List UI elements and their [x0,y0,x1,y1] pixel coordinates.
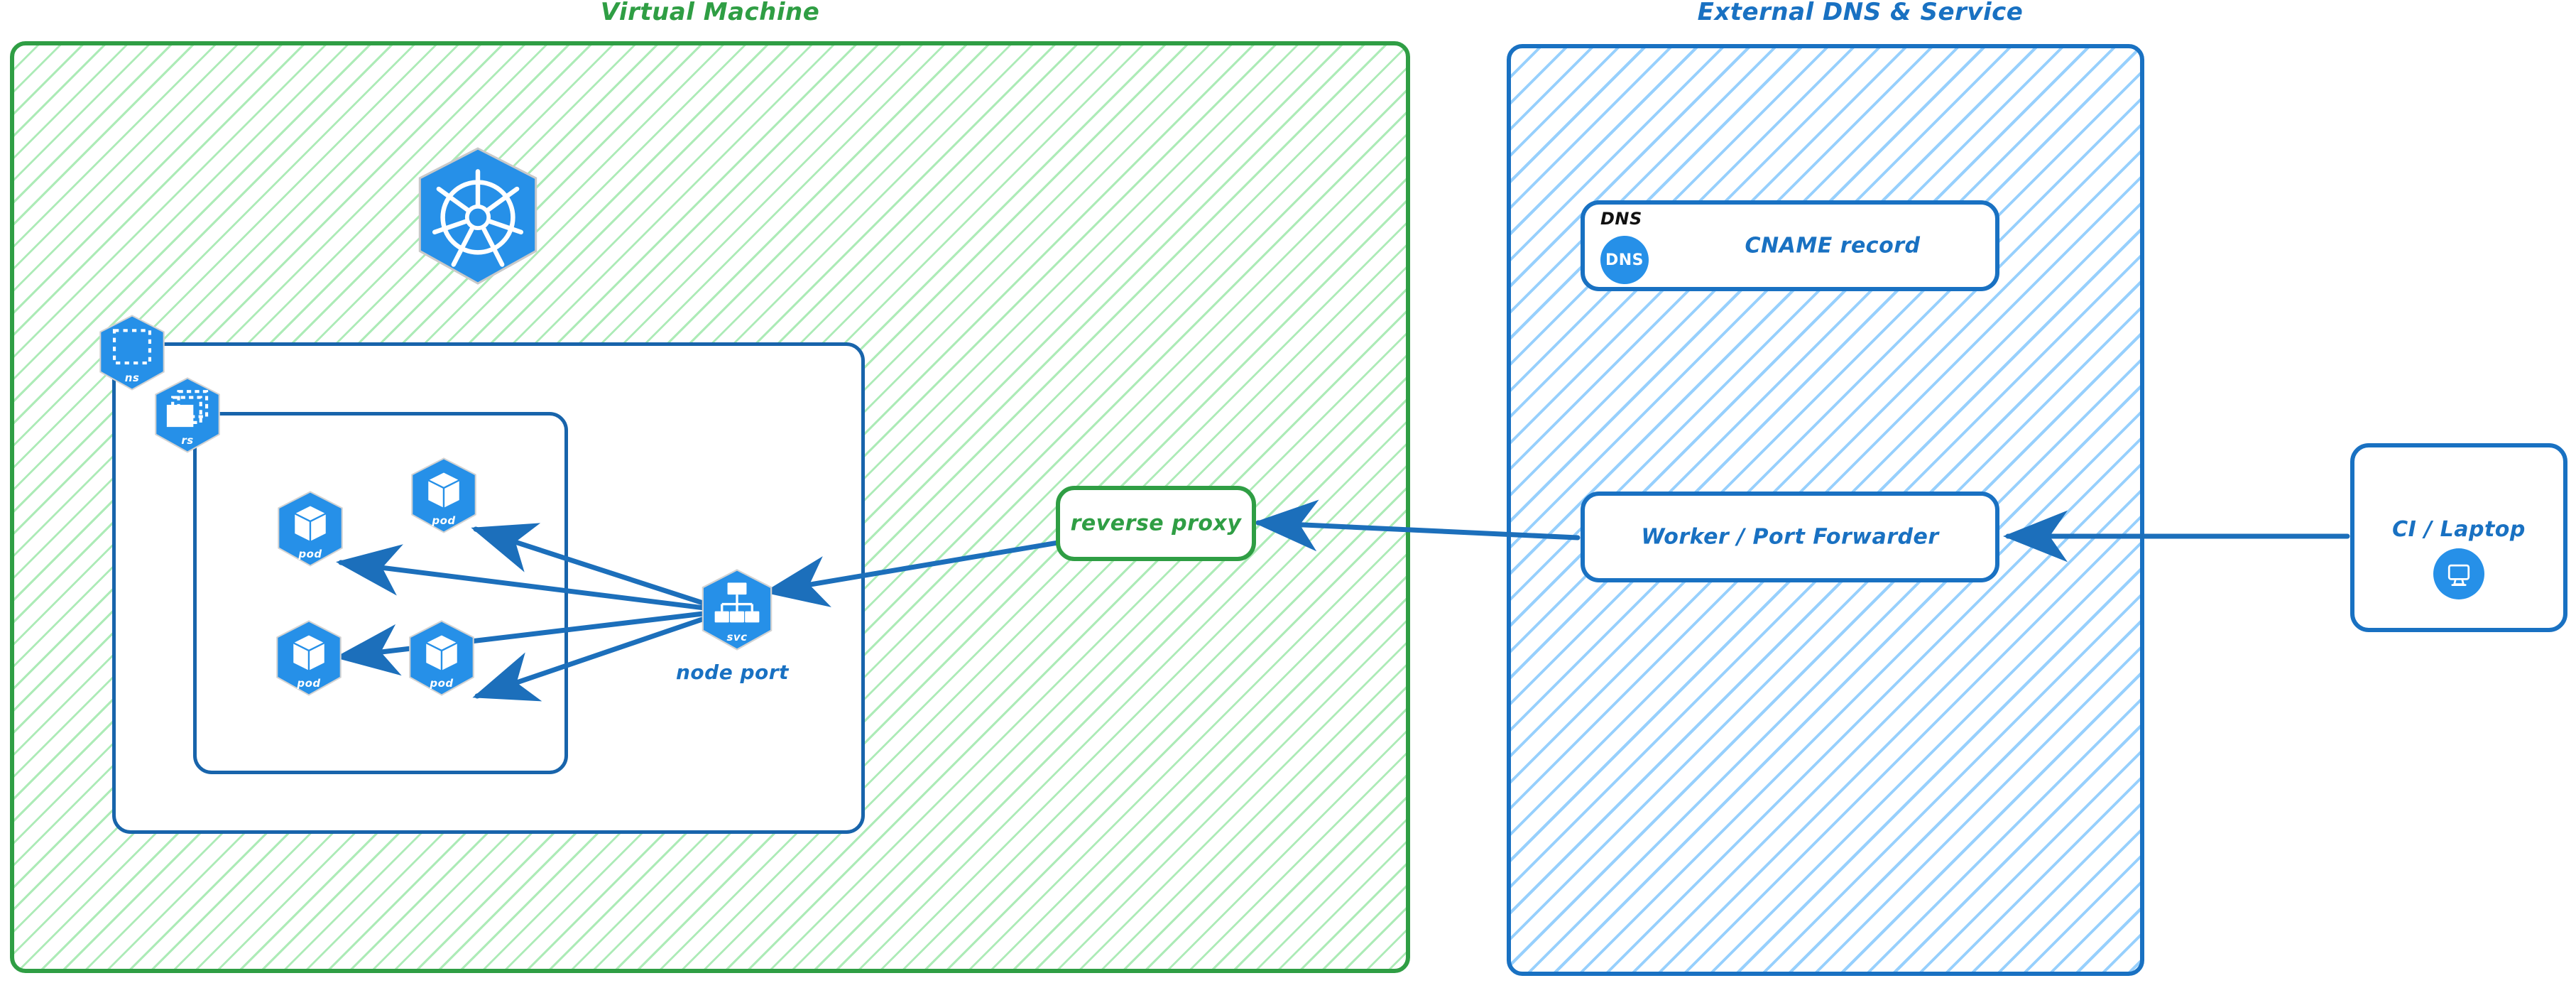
node-port-caption: node port [676,661,789,684]
rs-icon[interactable]: rs [151,376,224,455]
dns-badge-text: DNS [1605,251,1644,269]
client-node[interactable]: CI / Laptop [2350,443,2567,632]
dns-record-label: CNAME record [1745,233,1921,259]
worker-node[interactable]: Worker / Port Forwarder [1581,492,1999,582]
reverse-proxy-node[interactable]: reverse proxy [1056,486,1256,561]
reverse-proxy-label: reverse proxy [1070,511,1242,536]
client-label: CI / Laptop [2392,517,2526,542]
dns-record-node[interactable]: DNS DNS CNAME record [1581,200,1999,291]
dns-circle-icon: DNS [1600,236,1649,284]
pod-icon-2[interactable]: pod [407,457,481,535]
dns-caption: DNS [1600,209,1642,229]
pod-icon-4[interactable]: pod [405,619,479,697]
group-title-virtual-machine: Virtual Machine [600,0,820,26]
group-title-external-dns-service: External DNS & Service [1697,0,2024,26]
svc-icon[interactable]: svc [697,568,777,652]
kubernetes-logo-icon [410,146,545,288]
replicaset-container[interactable] [193,412,568,774]
desktop-monitor-icon [2433,548,2484,599]
worker-label: Worker / Port Forwarder [1641,524,1939,550]
pod-icon-3[interactable]: pod [272,619,346,697]
pod-icon-1[interactable]: pod [273,490,347,568]
